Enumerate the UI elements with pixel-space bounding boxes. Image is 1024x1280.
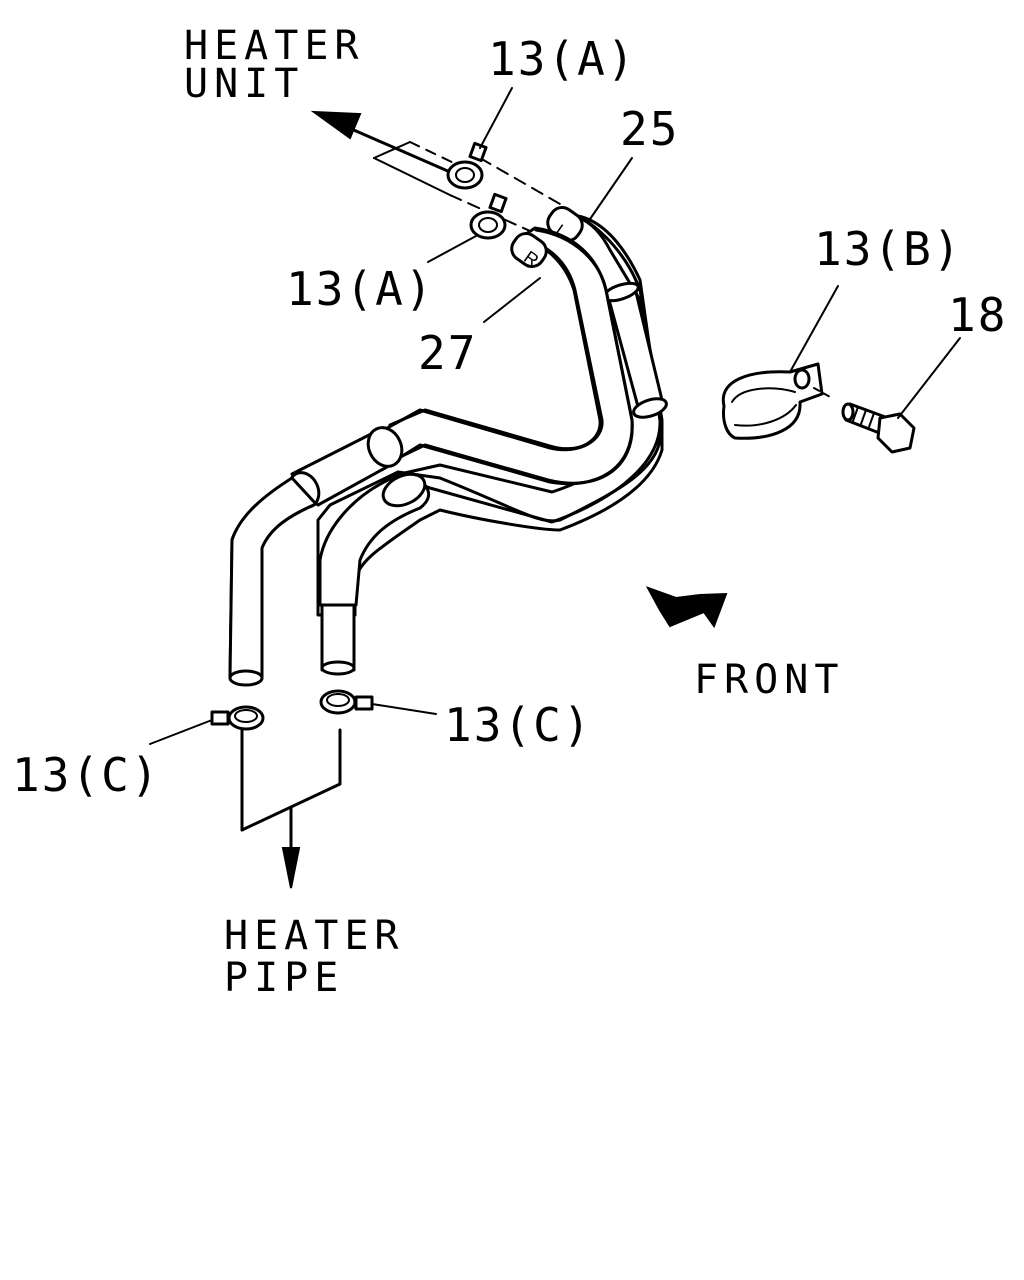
clamp-13b bbox=[721, 285, 839, 440]
callout-13c-left: 13(C) bbox=[12, 748, 161, 802]
callout-13a-left: 13(A) bbox=[286, 262, 435, 316]
heater-pipe-label-line2: PIPE bbox=[224, 955, 345, 1001]
leader-25 bbox=[587, 157, 633, 223]
front-label: FRONT bbox=[694, 657, 845, 703]
clamp-13a-upper bbox=[446, 87, 513, 190]
heater-unit-label-line2: UNIT bbox=[184, 61, 305, 107]
clamp-13c-right bbox=[319, 689, 437, 715]
heater-pipe-label-line1: HEATER bbox=[224, 913, 405, 959]
heater-pipe-arrow bbox=[240, 728, 342, 889]
callout-25: 25 bbox=[620, 102, 680, 156]
front-arrow bbox=[645, 586, 728, 629]
heater-unit-arrow bbox=[310, 110, 561, 241]
clamp-13a-lower bbox=[427, 192, 508, 263]
bolt-18 bbox=[841, 337, 961, 454]
callout-13c-right: 13(C) bbox=[444, 698, 593, 752]
callout-18: 18 bbox=[948, 288, 1008, 342]
callout-27: 27 bbox=[418, 326, 478, 380]
callout-13b: 13(B) bbox=[814, 222, 963, 276]
clamp-13c-left bbox=[149, 705, 265, 745]
callout-13a-top: 13(A) bbox=[488, 32, 637, 86]
hose-27 bbox=[228, 226, 634, 687]
heater-unit-label-line1: HEATER bbox=[184, 23, 365, 69]
leader-27 bbox=[483, 277, 541, 323]
hose-25 bbox=[316, 205, 668, 676]
